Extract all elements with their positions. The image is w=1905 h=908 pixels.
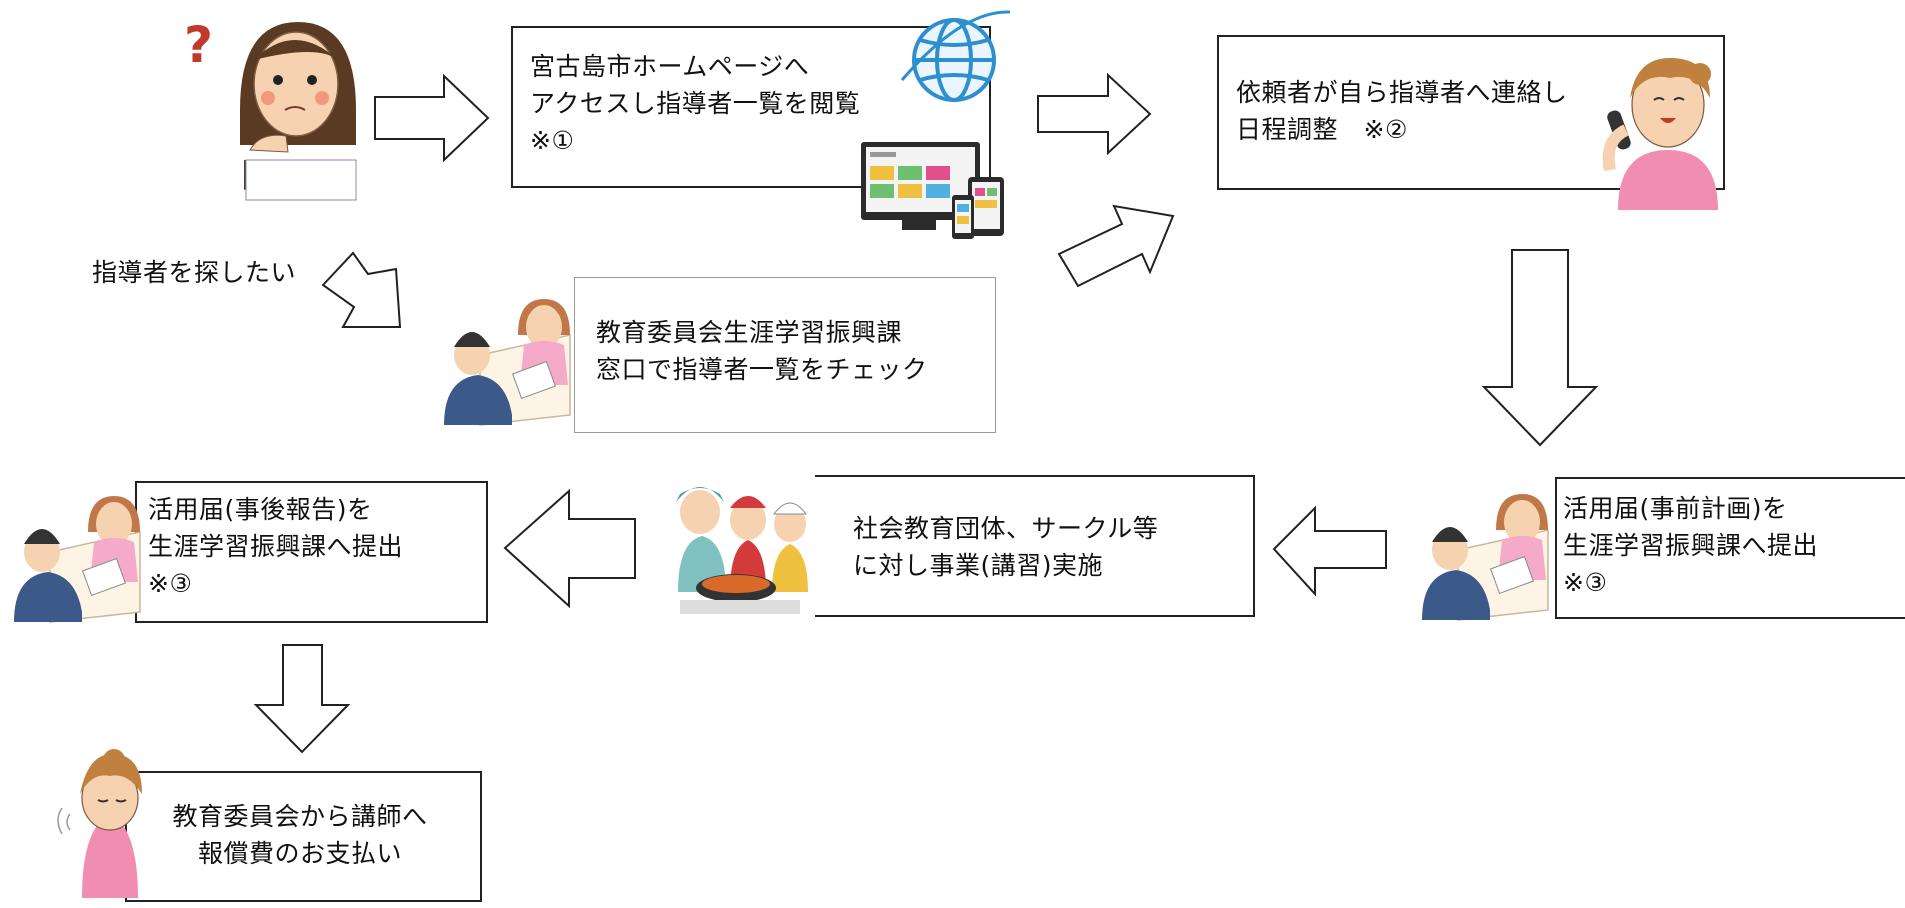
bowing-woman-illustration [57, 749, 142, 898]
office-consultation-illustration-2 [1422, 494, 1549, 621]
pre-report-step-line-2: 生涯学習振興課へ提出 [1563, 531, 1819, 560]
payment-step-line-1: 教育委員会から講師へ [172, 802, 428, 831]
website-step-text: 宮古島市ホームページへ アクセスし指導者一覧を閲覧 ※① [530, 48, 860, 159]
office-step-line-1: 教育委員会生涯学習振興課 [596, 318, 903, 347]
devices-icon [861, 142, 1004, 239]
implement-step-box [810, 475, 1255, 617]
cooking-class-illustration [660, 472, 815, 618]
post-report-step-line-1: 活用届(事後報告)を [148, 495, 373, 524]
office-consultation-illustration-3 [14, 496, 141, 623]
office-step-line-2: 窓口で指導者一覧をチェック [596, 355, 928, 384]
arrow-down-right-column [1481, 249, 1599, 447]
arrow-left-1 [1272, 505, 1387, 597]
office-consultation-illustration-1 [444, 299, 571, 426]
payment-step-text: 教育委員会から講師へ 報償費のお支払い [140, 798, 460, 872]
arrow-down-left-column [253, 644, 351, 754]
office-step-box [574, 277, 996, 433]
pre-report-step-box [1555, 477, 1905, 619]
question-mark-icon: ? [184, 16, 213, 74]
confused-person-illustration: ? [184, 16, 357, 201]
arrow-diagonal-down [321, 251, 402, 328]
contact-step-line-1: 依頼者が自ら指導者へ連絡し [1236, 78, 1568, 107]
globe-icon [900, 10, 1011, 102]
website-step-box [511, 26, 991, 188]
post-report-step-line-2: 生涯学習振興課へ提出 [148, 532, 404, 561]
post-report-step-text: 活用届(事後報告)を 生涯学習振興課へ提出 ※③ [148, 491, 403, 602]
search-caption: 指導者を探したい [92, 258, 297, 287]
website-step-line-2: アクセスし指導者一覧を閲覧 [530, 89, 861, 118]
contact-step-text: 依頼者が自ら指導者へ連絡し 日程調整 ※② [1236, 74, 1568, 148]
pre-report-step-line-3: ※③ [1563, 568, 1608, 597]
arrow-left-2 [503, 488, 636, 609]
contact-step-line-2: 日程調整 ※② [1236, 115, 1408, 144]
website-step-line-1: 宮古島市ホームページへ [530, 52, 810, 81]
payment-step-box [125, 771, 482, 902]
arrow-right-1 [374, 73, 490, 163]
payment-step-line-2: 報償費のお支払い [197, 839, 402, 868]
arrow-diagonal-up [1057, 204, 1175, 288]
website-step-line-3: ※① [530, 126, 575, 155]
arrow-right-2 [1037, 72, 1152, 156]
implement-step-text: 社会教育団体、サークル等 に対し事業(講習)実施 [853, 510, 1158, 584]
implement-step-line-1: 社会教育団体、サークル等 [853, 514, 1159, 543]
pre-report-step-text: 活用届(事前計画)を 生涯学習振興課へ提出 ※③ [1563, 490, 1818, 601]
implement-step-line-2: に対し事業(講習)実施 [853, 551, 1104, 580]
post-report-step-line-3: ※③ [148, 569, 193, 598]
woman-on-phone-illustration [1602, 58, 1718, 210]
pre-report-step-line-1: 活用届(事前計画)を [1563, 494, 1788, 523]
post-report-step-box [135, 481, 488, 623]
office-step-text: 教育委員会生涯学習振興課 窓口で指導者一覧をチェック [596, 314, 928, 388]
